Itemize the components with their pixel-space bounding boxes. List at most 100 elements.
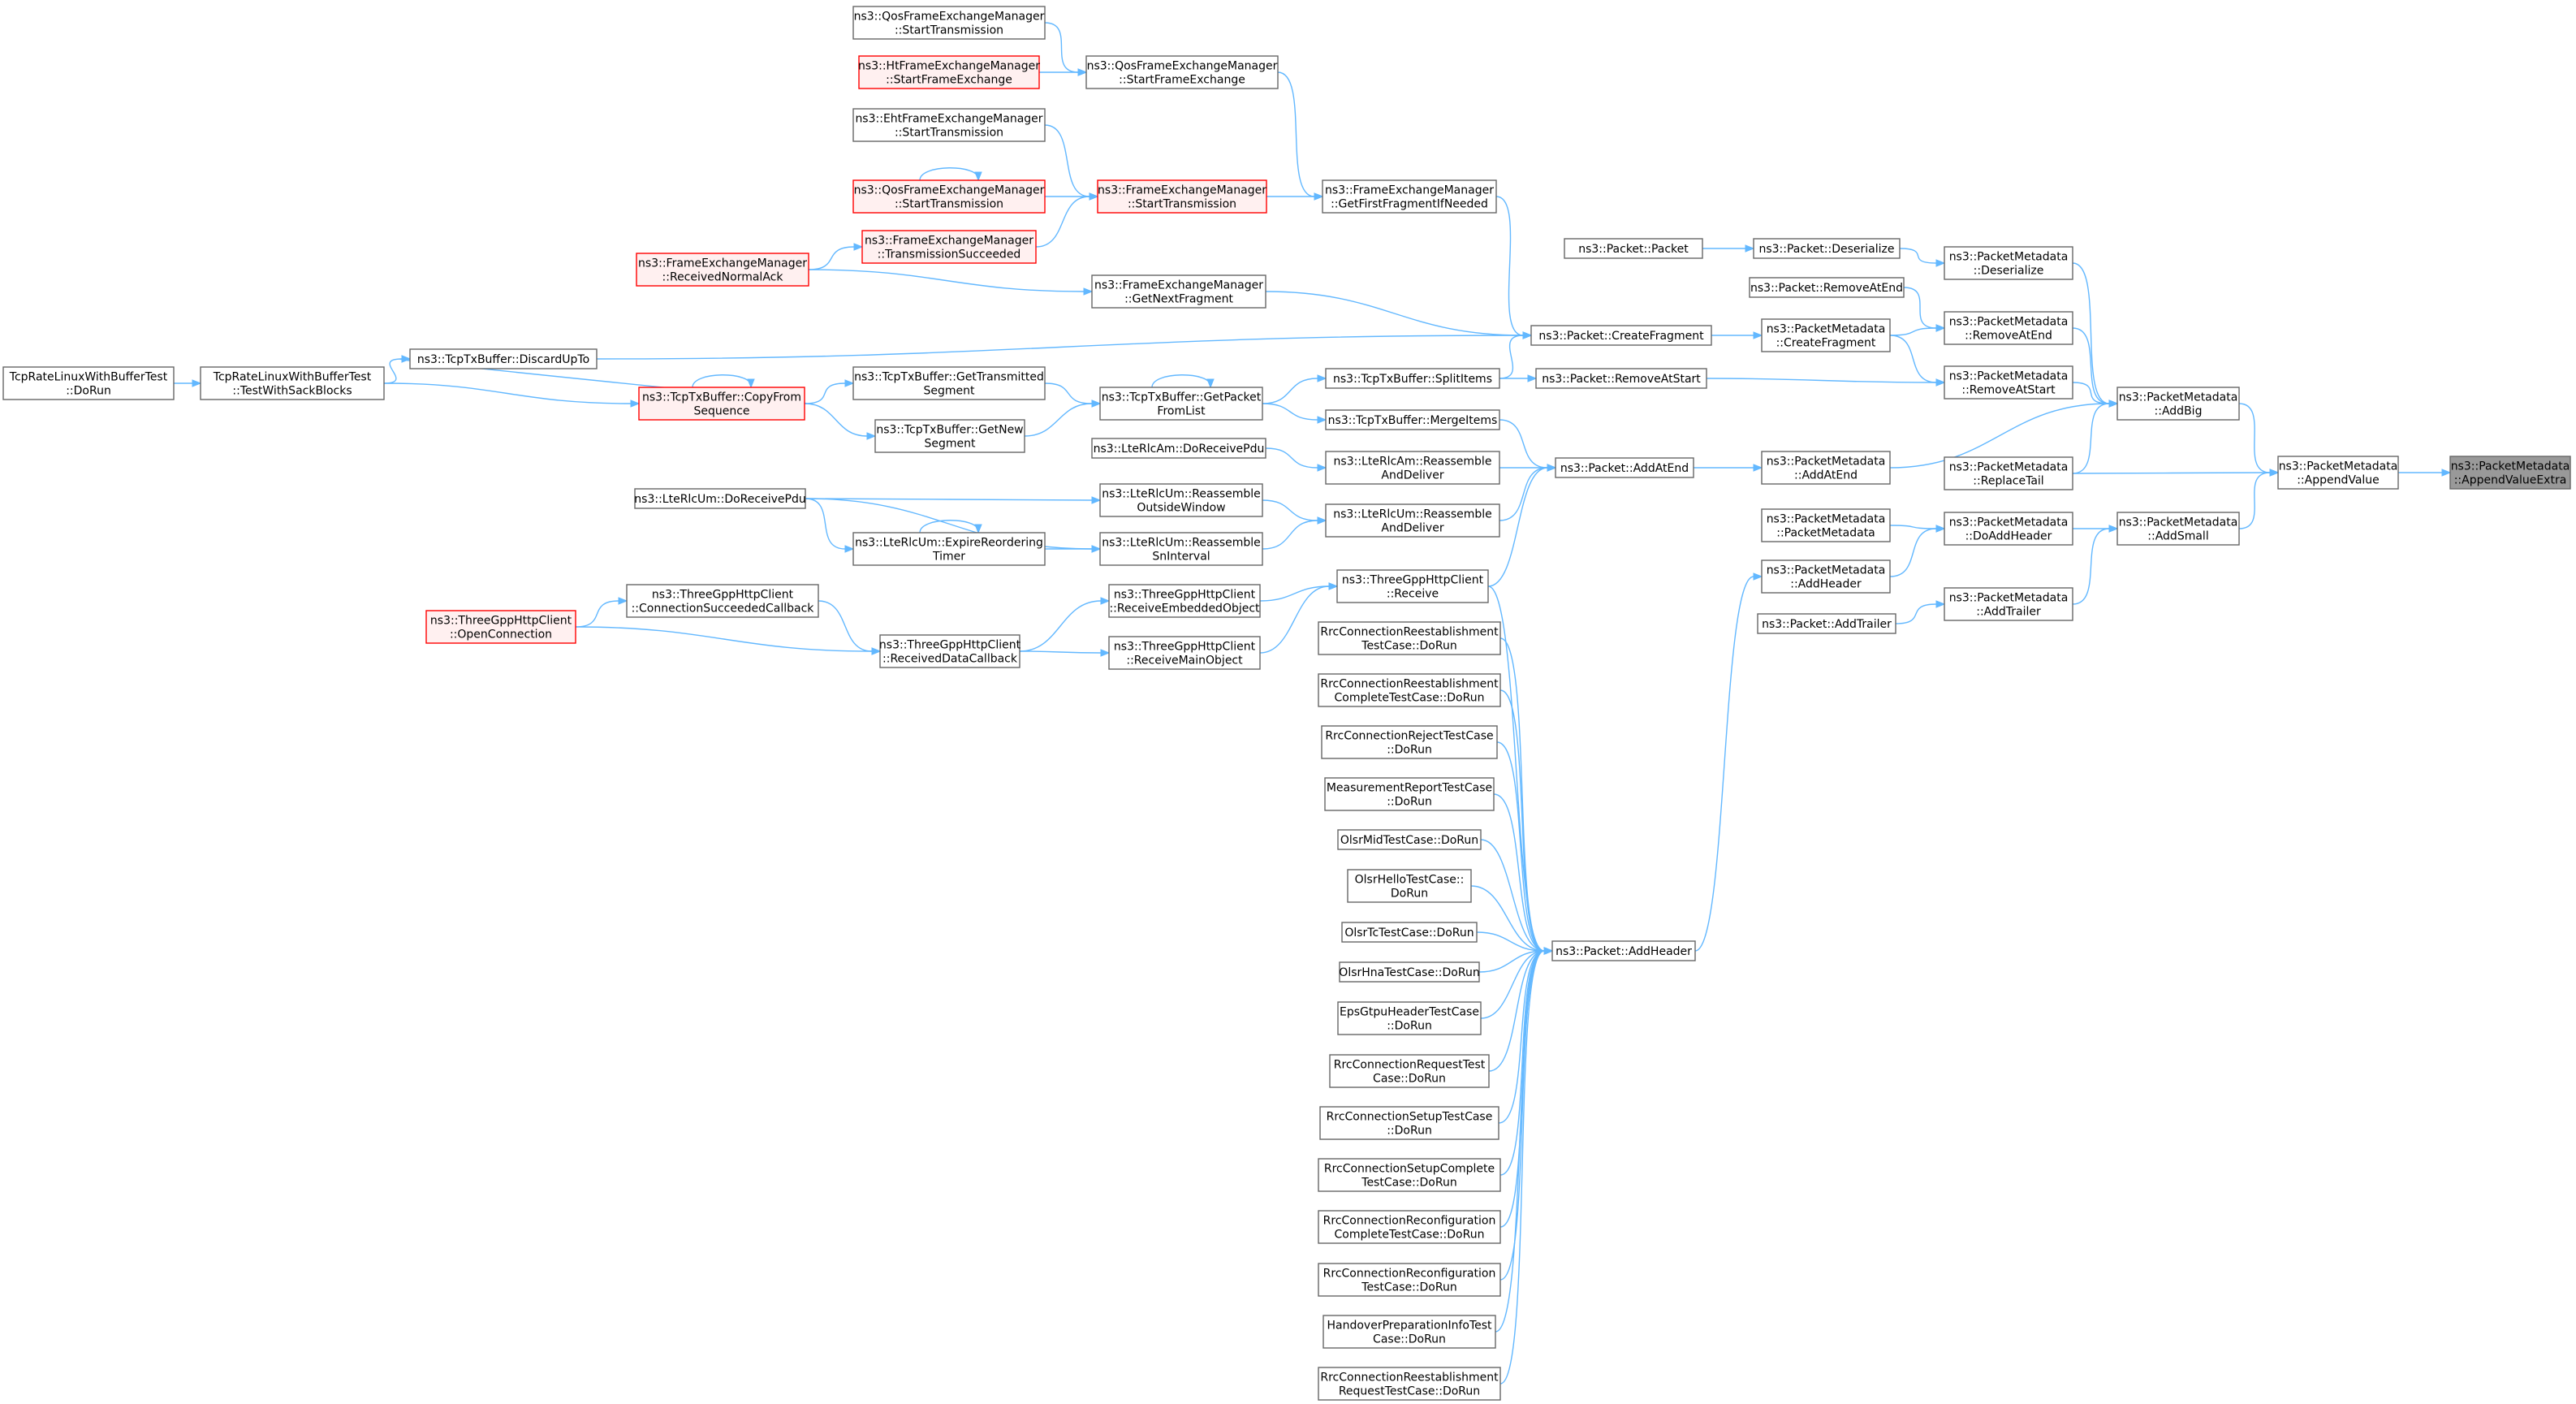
node-label: ::Receive bbox=[1387, 588, 1439, 601]
graph-node-t8[interactable]: OlsrHnaTestCase::DoRun bbox=[1339, 961, 1480, 983]
graph-node-umDoReceivePdu[interactable]: ns3::LteRlcUm::DoReceivePdu bbox=[634, 488, 806, 509]
graph-node-amDoReceivePdu[interactable]: ns3::LteRlcAm::DoReceivePdu bbox=[1091, 438, 1266, 459]
node-label: ns3::Packet::CreateFragment bbox=[1538, 330, 1704, 343]
node-box bbox=[1325, 503, 1500, 538]
graph-node-tgConnSucceeded[interactable]: ns3::ThreeGppHttpClient::ConnectionSucce… bbox=[626, 584, 819, 618]
node-label: ::AddSmall bbox=[2147, 530, 2208, 543]
node-label: ns3::Packet::RemoveAtEnd bbox=[1750, 282, 1903, 295]
node-label: ns3::PacketMetadata bbox=[1767, 323, 1886, 336]
graph-node-root[interactable]: ns3::PacketMetadata::AppendValueExtra bbox=[2449, 456, 2571, 490]
graph-node-pAddHeader[interactable]: ns3::Packet::AddHeader bbox=[1551, 940, 1696, 961]
graph-node-pCreateFragment[interactable]: ns3::Packet::CreateFragment bbox=[1530, 325, 1712, 346]
node-label: ns3::TcpTxBuffer::GetPacket bbox=[1102, 391, 1262, 404]
graph-node-t2[interactable]: RrcConnectionReestablishmentCompleteTest… bbox=[1318, 673, 1501, 707]
graph-node-t7[interactable]: OlsrTcTestCase::DoRun bbox=[1341, 922, 1478, 943]
graph-node-tgReceivedData[interactable]: ns3::ThreeGppHttpClient::ReceivedDataCal… bbox=[879, 634, 1021, 668]
node-label: ns3::PacketMetadata bbox=[2119, 391, 2238, 404]
graph-node-pmAddAtEnd[interactable]: ns3::PacketMetadata::AddAtEnd bbox=[1761, 451, 1891, 485]
graph-node-feTxSucceeded[interactable]: ns3::FrameExchangeManager::TransmissionS… bbox=[861, 230, 1037, 264]
node-box bbox=[874, 419, 1025, 453]
graph-node-t6[interactable]: OlsrHelloTestCase::DoRun bbox=[1347, 869, 1472, 903]
node-label: OutsideWindow bbox=[1137, 502, 1225, 515]
graph-node-feGetFirstFrag[interactable]: ns3::FrameExchangeManager::GetFirstFragm… bbox=[1322, 179, 1497, 214]
graph-node-pAddTrailer[interactable]: ns3::Packet::AddTrailer bbox=[1757, 613, 1896, 634]
node-box bbox=[1319, 1106, 1499, 1140]
node-label: FromList bbox=[1157, 405, 1206, 418]
graph-node-tgOpenConn[interactable]: ns3::ThreeGppHttpClient::OpenConnection bbox=[425, 610, 576, 644]
graph-node-tcpTestSack[interactable]: TcpRateLinuxWithBufferTest::TestWithSack… bbox=[200, 366, 385, 400]
node-label: OlsrTcTestCase::DoRun bbox=[1344, 927, 1474, 940]
graph-node-qosStartFE[interactable]: ns3::QosFrameExchangeManager::StartFrame… bbox=[1085, 55, 1279, 89]
graph-node-tcpTestDoRun[interactable]: TcpRateLinuxWithBufferTest::DoRun bbox=[2, 366, 175, 400]
node-label: ns3::PacketMetadata bbox=[1767, 456, 1886, 469]
graph-node-tcpSplitItems[interactable]: ns3::TcpTxBuffer::SplitItems bbox=[1325, 368, 1500, 389]
graph-node-tgReceive[interactable]: ns3::ThreeGppHttpClient::Receive bbox=[1336, 569, 1489, 603]
graph-node-tcpDiscardUpTo[interactable]: ns3::TcpTxBuffer::DiscardUpTo bbox=[409, 348, 598, 369]
node-label: ns3::PacketMetadata bbox=[1767, 564, 1886, 577]
graph-node-t13[interactable]: RrcConnectionReconfigurationCompleteTest… bbox=[1318, 1210, 1501, 1244]
node-box bbox=[1564, 238, 1703, 259]
graph-node-t9[interactable]: EpsGtpuHeaderTestCase::DoRun bbox=[1337, 1001, 1482, 1035]
graph-node-qosStartTx[interactable]: ns3::QosFrameExchangeManager::StartTrans… bbox=[852, 179, 1046, 214]
graph-node-pmDoAddHeader[interactable]: ns3::PacketMetadata::DoAddHeader bbox=[1944, 512, 2073, 546]
graph-node-t11[interactable]: RrcConnectionSetupTestCase::DoRun bbox=[1319, 1106, 1499, 1140]
graph-node-pDeserialize[interactable]: ns3::Packet::Deserialize bbox=[1753, 238, 1901, 259]
graph-node-tcpMergeItems[interactable]: ns3::TcpTxBuffer::MergeItems bbox=[1325, 409, 1500, 430]
graph-node-t1[interactable]: RrcConnectionReestablishmentTestCase::Do… bbox=[1318, 621, 1501, 655]
call-edge bbox=[1019, 597, 1111, 652]
graph-node-t5[interactable]: OlsrMidTestCase::DoRun bbox=[1337, 829, 1482, 850]
graph-node-pmReplaceTail[interactable]: ns3::PacketMetadata::ReplaceTail bbox=[1944, 456, 2073, 490]
node-label: ::DoRun bbox=[1387, 796, 1432, 809]
node-label: TcpRateLinuxWithBufferTest bbox=[213, 371, 372, 384]
graph-node-pmAddTrailer[interactable]: ns3::PacketMetadata::AddTrailer bbox=[1944, 587, 2073, 621]
graph-node-feGetNextFrag[interactable]: ns3::FrameExchangeManager::GetNextFragme… bbox=[1091, 274, 1266, 309]
node-label: ::DoRun bbox=[1387, 1020, 1432, 1033]
node-label: ns3::Packet::Deserialize bbox=[1758, 243, 1894, 256]
node-box bbox=[1555, 457, 1694, 478]
graph-node-t14[interactable]: RrcConnectionReconfigurationTestCase::Do… bbox=[1318, 1263, 1501, 1297]
graph-node-pmCreateFragment[interactable]: ns3::PacketMetadata::CreateFragment bbox=[1761, 318, 1891, 352]
graph-node-addSmall[interactable]: ns3::PacketMetadata::AddSmall bbox=[2116, 512, 2240, 546]
graph-node-pPacket[interactable]: ns3::Packet::Packet bbox=[1564, 238, 1703, 259]
node-label: ::DoAddHeader bbox=[1965, 530, 2052, 543]
graph-node-t3[interactable]: RrcConnectionRejectTestCase::DoRun bbox=[1321, 725, 1498, 759]
graph-node-qosStartTxTop[interactable]: ns3::QosFrameExchangeManager::StartTrans… bbox=[852, 6, 1046, 40]
node-box bbox=[1108, 584, 1261, 618]
graph-node-feStartTx[interactable]: ns3::FrameExchangeManager::StartTransmis… bbox=[1097, 179, 1267, 214]
graph-node-pmPacketMetadata[interactable]: ns3::PacketMetadata::PacketMetadata bbox=[1761, 508, 1891, 542]
node-box bbox=[1321, 725, 1498, 759]
graph-node-pmRemoveAtEnd[interactable]: ns3::PacketMetadata::RemoveAtEnd bbox=[1944, 311, 2073, 345]
graph-node-t4[interactable]: MeasurementReportTestCase::DoRun bbox=[1324, 777, 1495, 811]
graph-node-feReceivedNormalAck[interactable]: ns3::FrameExchangeManager::ReceivedNorma… bbox=[636, 253, 809, 287]
graph-node-ehtStartTx[interactable]: ns3::EhtFrameExchangeManager::StartTrans… bbox=[852, 108, 1046, 142]
graph-node-pmAddHeader[interactable]: ns3::PacketMetadata::AddHeader bbox=[1761, 559, 1891, 594]
call-edge bbox=[1039, 68, 1088, 76]
graph-node-addBig[interactable]: ns3::PacketMetadata::AddBig bbox=[2116, 387, 2240, 421]
graph-node-pAddAtEnd[interactable]: ns3::Packet::AddAtEnd bbox=[1555, 457, 1694, 478]
call-edge bbox=[1895, 600, 1946, 624]
graph-node-pRemoveAtEnd[interactable]: ns3::Packet::RemoveAtEnd bbox=[1749, 277, 1905, 298]
graph-node-appendValue[interactable]: ns3::PacketMetadata::AppendValue bbox=[2277, 456, 2399, 490]
graph-node-htStartFE[interactable]: ns3::HtFrameExchangeManager::StartFrameE… bbox=[858, 55, 1040, 89]
graph-node-t12[interactable]: RrcConnectionSetupCompleteTestCase::DoRu… bbox=[1318, 1158, 1501, 1192]
node-label: ns3::LteRlcUm::Reassemble bbox=[1102, 537, 1261, 550]
graph-node-tgReceiveEmbedded[interactable]: ns3::ThreeGppHttpClient::ReceiveEmbedded… bbox=[1108, 584, 1261, 618]
graph-node-pmDeserialize[interactable]: ns3::PacketMetadata::Deserialize bbox=[1944, 246, 2073, 280]
graph-node-pRemoveAtStart[interactable]: ns3::Packet::RemoveAtStart bbox=[1535, 368, 1707, 389]
node-label: ns3::TcpTxBuffer::MergeItems bbox=[1328, 414, 1498, 427]
graph-node-pmRemoveAtStart[interactable]: ns3::PacketMetadata::RemoveAtStart bbox=[1944, 365, 2073, 400]
graph-node-tgReceiveMain[interactable]: ns3::ThreeGppHttpClient::ReceiveMainObje… bbox=[1108, 636, 1261, 670]
graph-node-t16[interactable]: RrcConnectionReestablishmentRequestTestC… bbox=[1318, 1367, 1501, 1401]
node-box bbox=[1323, 1315, 1496, 1349]
